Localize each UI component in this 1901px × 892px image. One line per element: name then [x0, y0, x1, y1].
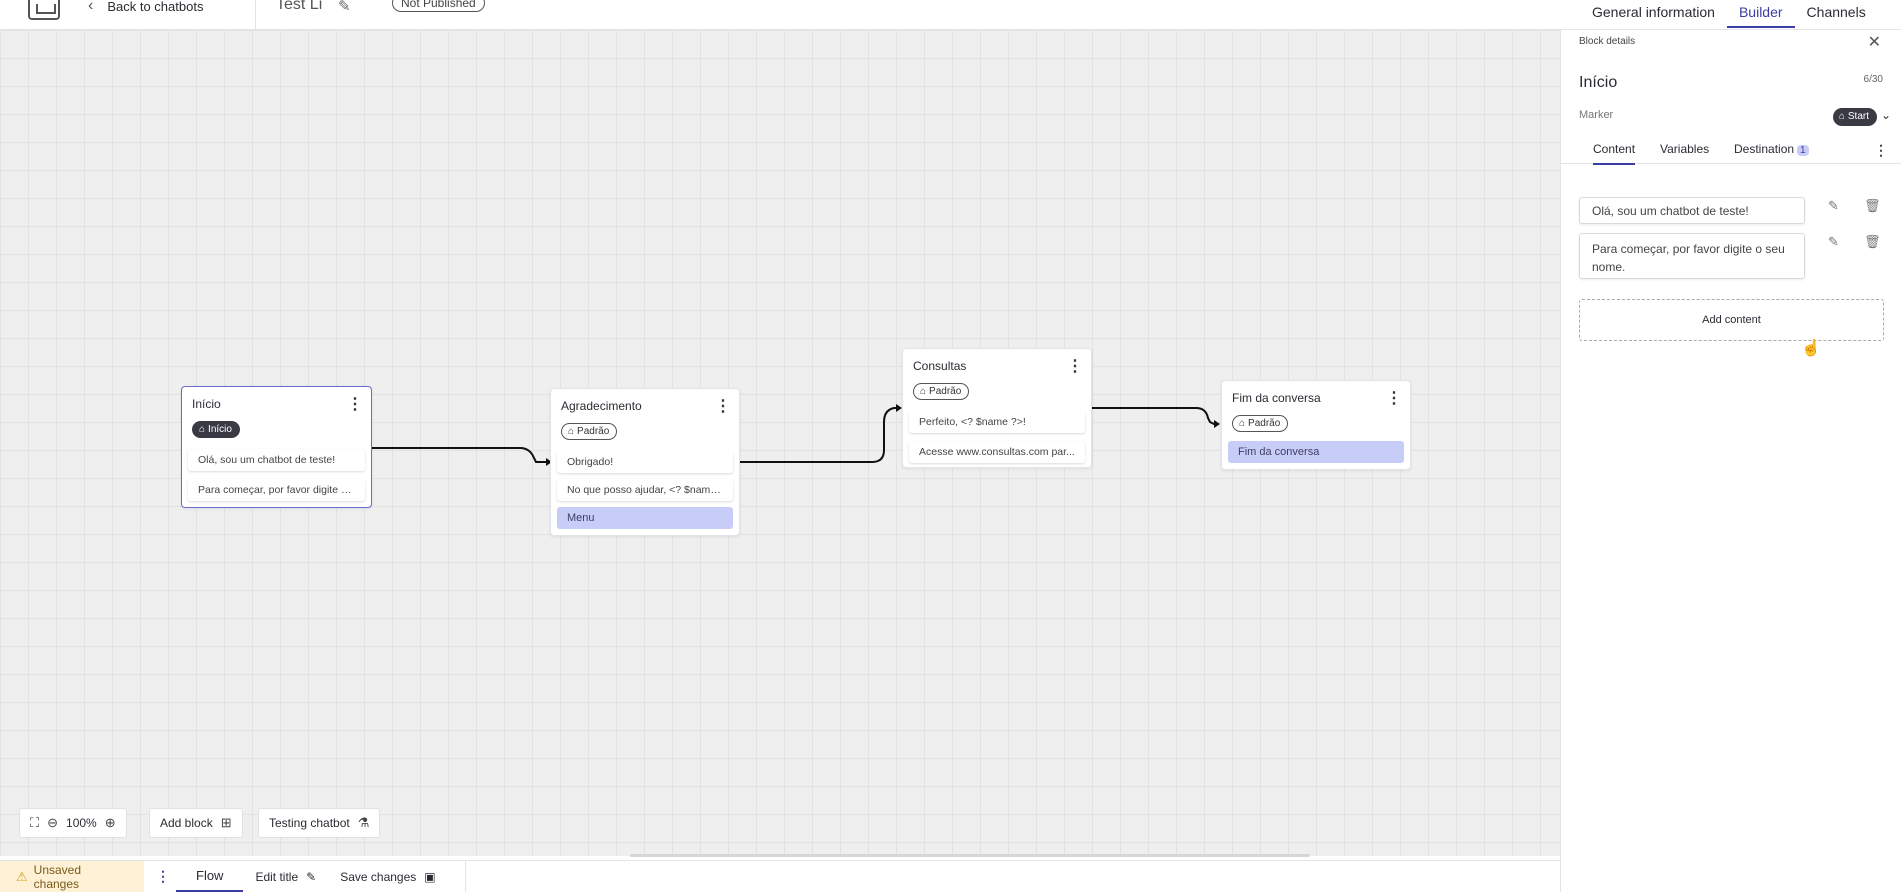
save-changes-label: Save changes — [340, 869, 417, 884]
tag-label: Padrão — [929, 386, 962, 397]
tab-channels[interactable]: Channels — [1806, 4, 1866, 20]
divider — [255, 0, 256, 29]
block-title: Consultas — [913, 359, 967, 373]
marker-value: Start — [1847, 111, 1869, 122]
block-menu-kebab-icon[interactable]: ⋮ — [715, 398, 731, 415]
block-menu-kebab-icon[interactable]: ⋮ — [347, 396, 363, 413]
zoom-controls: ⛶ ⊖ 100% ⊕ — [19, 808, 127, 838]
destination-count-badge: 1 — [1797, 145, 1809, 156]
edge-inicio-agradecimento — [372, 447, 546, 463]
tab-content[interactable]: Content — [1593, 142, 1636, 165]
tag-icon: ⌂ — [920, 386, 927, 397]
publish-status-badge: Not Published — [392, 0, 485, 12]
edit-title-button[interactable]: Edit title ✎ — [243, 861, 328, 892]
horizontal-scrollbar[interactable] — [630, 854, 1310, 857]
tag-icon: ⌂ — [1239, 418, 1246, 429]
pointer-cursor-icon: ☝ — [1801, 340, 1821, 357]
add-block-icon: ⊞ — [220, 815, 232, 830]
save-changes-button[interactable]: Save changes ▣ — [328, 861, 447, 892]
block-name[interactable]: Início — [1579, 74, 1618, 91]
add-block-label: Add block — [160, 816, 213, 830]
edge-agradecimento-consultas — [740, 407, 898, 463]
save-icon: ▣ — [424, 869, 436, 884]
tag-icon: ⌂ — [568, 426, 575, 437]
tab-builder[interactable]: Builder — [1726, 0, 1795, 28]
zoom-level: 100% — [66, 816, 97, 830]
trash-icon[interactable]: 🗑 — [1864, 234, 1881, 249]
divider — [465, 861, 466, 892]
close-icon[interactable]: ✕ — [1867, 34, 1881, 51]
block-title: Início — [192, 397, 221, 411]
block-fim-da-conversa[interactable]: Fim da conversa ⋮ ⌂ Padrão Fim da conver… — [1221, 380, 1411, 470]
add-content-button[interactable]: Add content — [1579, 299, 1884, 341]
block-inicio[interactable]: Início ⋮ ⌂ Início Olá, sou um chatbot de… — [181, 386, 372, 508]
block-tag: ⌂ Início — [192, 421, 240, 438]
char-count: 6/30 — [1863, 74, 1883, 85]
unsaved-changes-indicator: ⚠ Unsaved changes — [0, 861, 144, 892]
home-icon: ⌂ — [199, 424, 206, 435]
top-bar: ‹ Back to chatbots Test Li ✎ Not Publish… — [0, 0, 1901, 30]
menu-option[interactable]: Fim da conversa — [1228, 441, 1404, 463]
message-item[interactable]: Obrigado! — [557, 451, 733, 473]
app-logo-icon[interactable] — [28, 0, 60, 20]
block-tag: ⌂ Padrão — [913, 383, 970, 400]
flow-tab[interactable]: Flow — [176, 861, 244, 892]
edge-consultas-fim — [1092, 407, 1216, 425]
tag-label: Padrão — [577, 426, 610, 437]
tab-general-information[interactable]: General information — [1592, 4, 1715, 20]
tag-label: Início — [208, 424, 232, 435]
top-tabs: General information Builder Channels — [1580, 0, 1878, 28]
content-item[interactable]: Para começar, por favor digite o seu nom… — [1579, 233, 1805, 279]
block-menu-kebab-icon[interactable]: ⋮ — [1386, 390, 1402, 407]
tag-label: Padrão — [1248, 418, 1281, 429]
marker-select[interactable]: ⌂ Start — [1832, 108, 1877, 126]
pencil-icon: ✎ — [306, 869, 317, 884]
message-item[interactable]: Perfeito, <? $name ?>! — [909, 411, 1085, 433]
edit-title-pencil-icon[interactable]: ✎ — [338, 0, 351, 15]
fit-screen-icon[interactable]: ⛶ — [30, 815, 40, 830]
testing-label: Testing chatbot — [269, 816, 350, 830]
warning-icon: ⚠ — [16, 868, 28, 884]
tab-destination-label: Destination — [1734, 142, 1795, 156]
marker-label: Marker — [1579, 109, 1614, 121]
content-item[interactable]: Olá, sou um chatbot de teste! — [1579, 197, 1805, 224]
panel-menu-kebab-icon[interactable]: ⋮ — [1874, 142, 1888, 158]
block-tag: ⌂ Padrão — [561, 423, 618, 440]
message-item[interactable]: Olá, sou um chatbot de teste! — [188, 449, 365, 471]
message-item[interactable]: Acesse www.consultas.com par... — [909, 441, 1085, 463]
menu-option[interactable]: Menu — [557, 507, 733, 529]
edit-pencil-icon[interactable]: ✎ — [1828, 234, 1839, 249]
edit-title-label: Edit title — [255, 869, 299, 884]
bot-title: Test Li — [276, 0, 323, 13]
block-details-panel: Block details ✕ Início 6/30 Marker ⌂ Sta… — [1560, 30, 1901, 892]
chevron-down-icon[interactable]: ⌄ — [1880, 108, 1891, 122]
zoom-in-icon[interactable]: ⊕ — [104, 815, 116, 830]
more-options-icon[interactable]: ⋮ — [156, 868, 170, 884]
panel-header: Block details — [1579, 36, 1636, 47]
block-consultas[interactable]: Consultas ⋮ ⌂ Padrão Perfeito, <? $name … — [902, 348, 1092, 468]
home-icon: ⌂ — [1838, 111, 1845, 122]
edit-pencil-icon[interactable]: ✎ — [1828, 198, 1839, 213]
testing-chatbot-button[interactable]: Testing chatbot ⚗ — [258, 808, 381, 838]
block-menu-kebab-icon[interactable]: ⋮ — [1067, 358, 1083, 375]
bottom-bar: ⚠ Unsaved changes ⋮ Flow Edit title ✎ Sa… — [0, 860, 1560, 892]
trash-icon[interactable]: 🗑 — [1864, 198, 1881, 213]
block-title: Agradecimento — [561, 399, 642, 413]
back-label: Back to chatbots — [107, 0, 204, 14]
add-block-button[interactable]: Add block ⊞ — [149, 808, 243, 838]
block-title: Fim da conversa — [1232, 391, 1321, 405]
zoom-out-icon[interactable]: ⊖ — [47, 815, 59, 830]
unsaved-label: Unsaved changes — [33, 862, 82, 891]
message-item[interactable]: Para começar, por favor digite o ... — [188, 479, 365, 501]
flask-icon: ⚗ — [357, 815, 370, 830]
block-agradecimento[interactable]: Agradecimento ⋮ ⌂ Padrão Obrigado! No qu… — [550, 388, 740, 536]
flow-canvas[interactable]: Início ⋮ ⌂ Início Olá, sou um chatbot de… — [0, 30, 1560, 856]
back-to-chatbots-link[interactable]: ‹ Back to chatbots — [88, 0, 203, 15]
message-item[interactable]: No que posso ajudar, <? $name ... — [557, 479, 733, 501]
block-tag: ⌂ Padrão — [1232, 415, 1289, 432]
tab-variables[interactable]: Variables — [1660, 142, 1710, 156]
chevron-left-icon: ‹ — [88, 0, 94, 14]
